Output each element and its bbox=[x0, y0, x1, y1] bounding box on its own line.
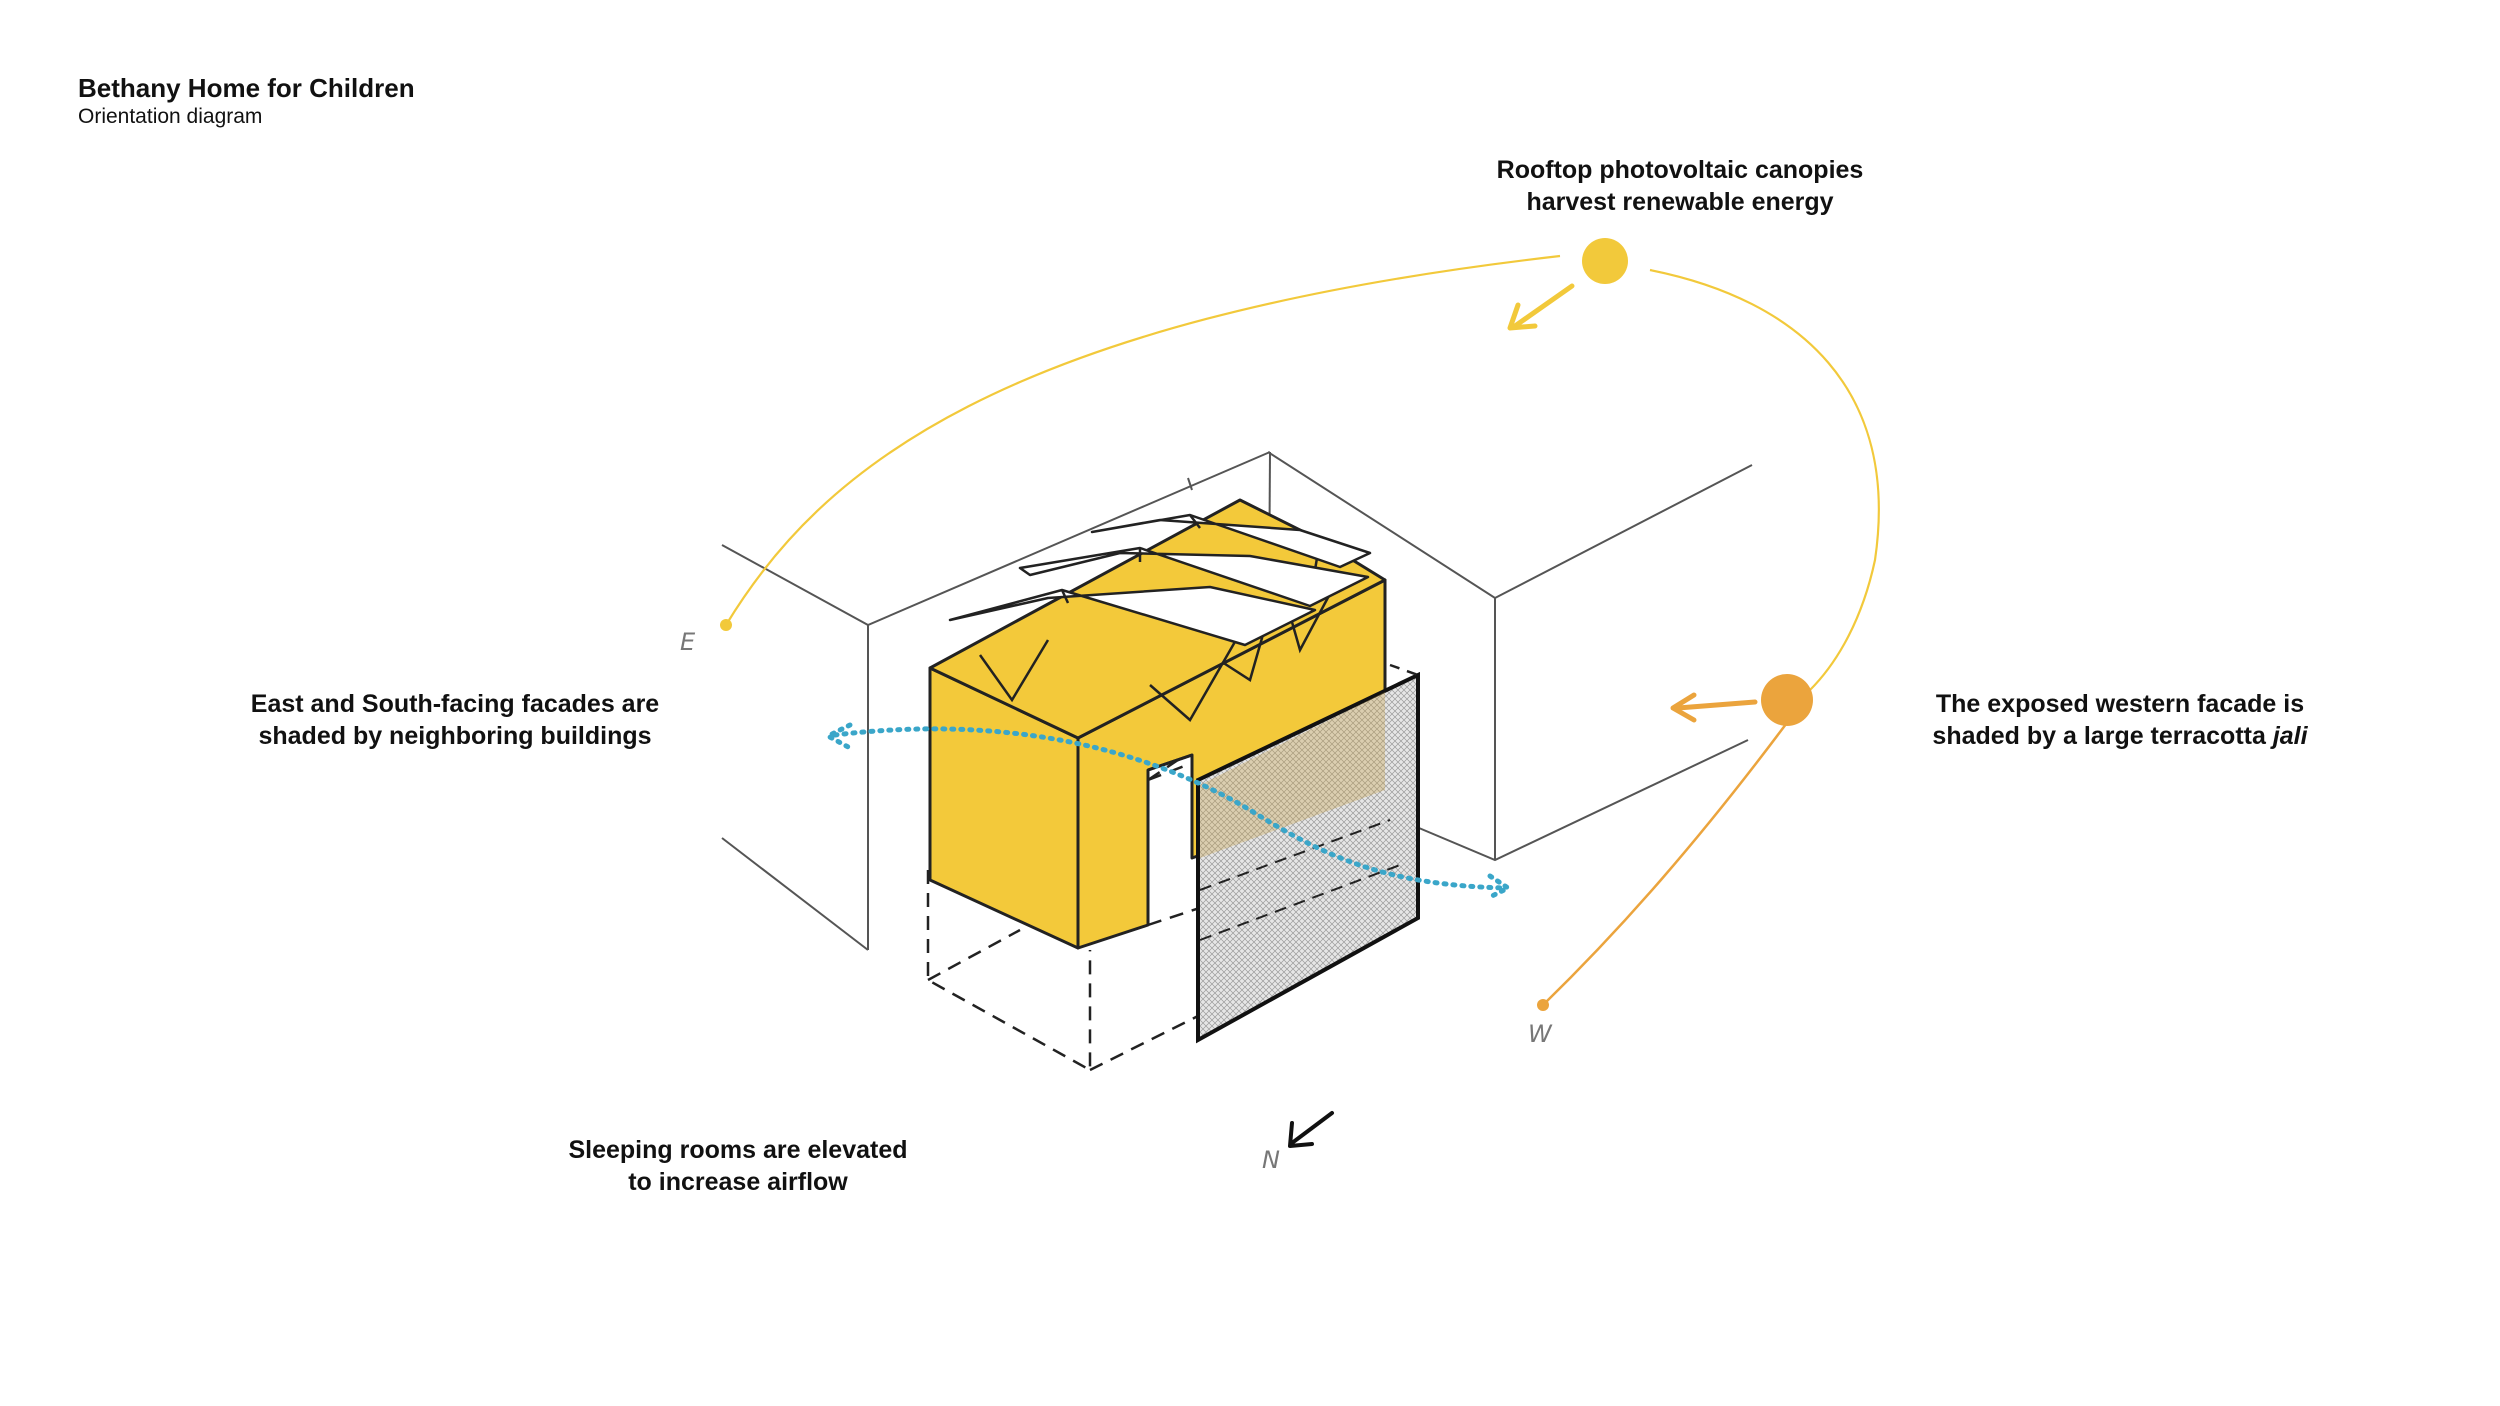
annotation-west-jali-emph: jali bbox=[2272, 722, 2308, 750]
sun-icon-evening bbox=[1761, 674, 1813, 726]
sun-ray-arrow-evening bbox=[1670, 692, 1758, 723]
diagram-subtitle: Orientation diagram bbox=[78, 105, 263, 128]
annotation-east-south-line1: East and South-facing facades are bbox=[250, 690, 660, 718]
pv-canopies bbox=[948, 513, 1372, 647]
airflow-arrow bbox=[822, 722, 1513, 901]
compass-west-label: W bbox=[1528, 1020, 1552, 1048]
neighbor-building-right bbox=[1267, 451, 1753, 862]
annotation-pv-line2: harvest renewable energy bbox=[1526, 188, 1834, 216]
annotation-sleeping-line2: to increase airflow bbox=[628, 1168, 848, 1196]
title-block: Bethany Home for Children Orientation di… bbox=[78, 72, 415, 130]
annotation-east-south: East and South-facing facades are shaded… bbox=[195, 688, 715, 752]
annotation-east-south-line2: shaded by neighboring buildings bbox=[258, 722, 652, 750]
diagram-title: Bethany Home for Children bbox=[78, 73, 415, 103]
compass-east-label: E bbox=[680, 628, 696, 656]
pv-canopy-2 bbox=[1018, 546, 1370, 608]
annotation-west-jali: The exposed western facade is shaded by … bbox=[1880, 688, 2360, 752]
annotation-sleeping-rooms: Sleeping rooms are elevated to increase … bbox=[518, 1134, 958, 1198]
sun-path-start-dot bbox=[720, 619, 732, 631]
annotation-sleeping-line1: Sleeping rooms are elevated bbox=[568, 1136, 908, 1164]
annotation-pv-line1: Rooftop photovoltaic canopies bbox=[1496, 156, 1864, 184]
annotation-west-line2-prefix: shaded by a large terracotta bbox=[1932, 722, 2273, 750]
sun-icon-midday bbox=[1582, 238, 1628, 284]
north-arrow-icon bbox=[1288, 1111, 1334, 1148]
annotation-west-line1: The exposed western facade is bbox=[1935, 690, 2305, 718]
jali-screen bbox=[1196, 663, 1420, 1044]
sun-path bbox=[725, 254, 1880, 1006]
sun-path-end-dot bbox=[1537, 999, 1549, 1011]
sun-ray-arrow-midday bbox=[1507, 283, 1575, 331]
annotation-pv-canopies: Rooftop photovoltaic canopies harvest re… bbox=[1450, 154, 1910, 218]
annotation-west-line2: shaded by a large terracotta jali bbox=[1880, 720, 2360, 752]
compass-north-label: N bbox=[1262, 1146, 1280, 1174]
